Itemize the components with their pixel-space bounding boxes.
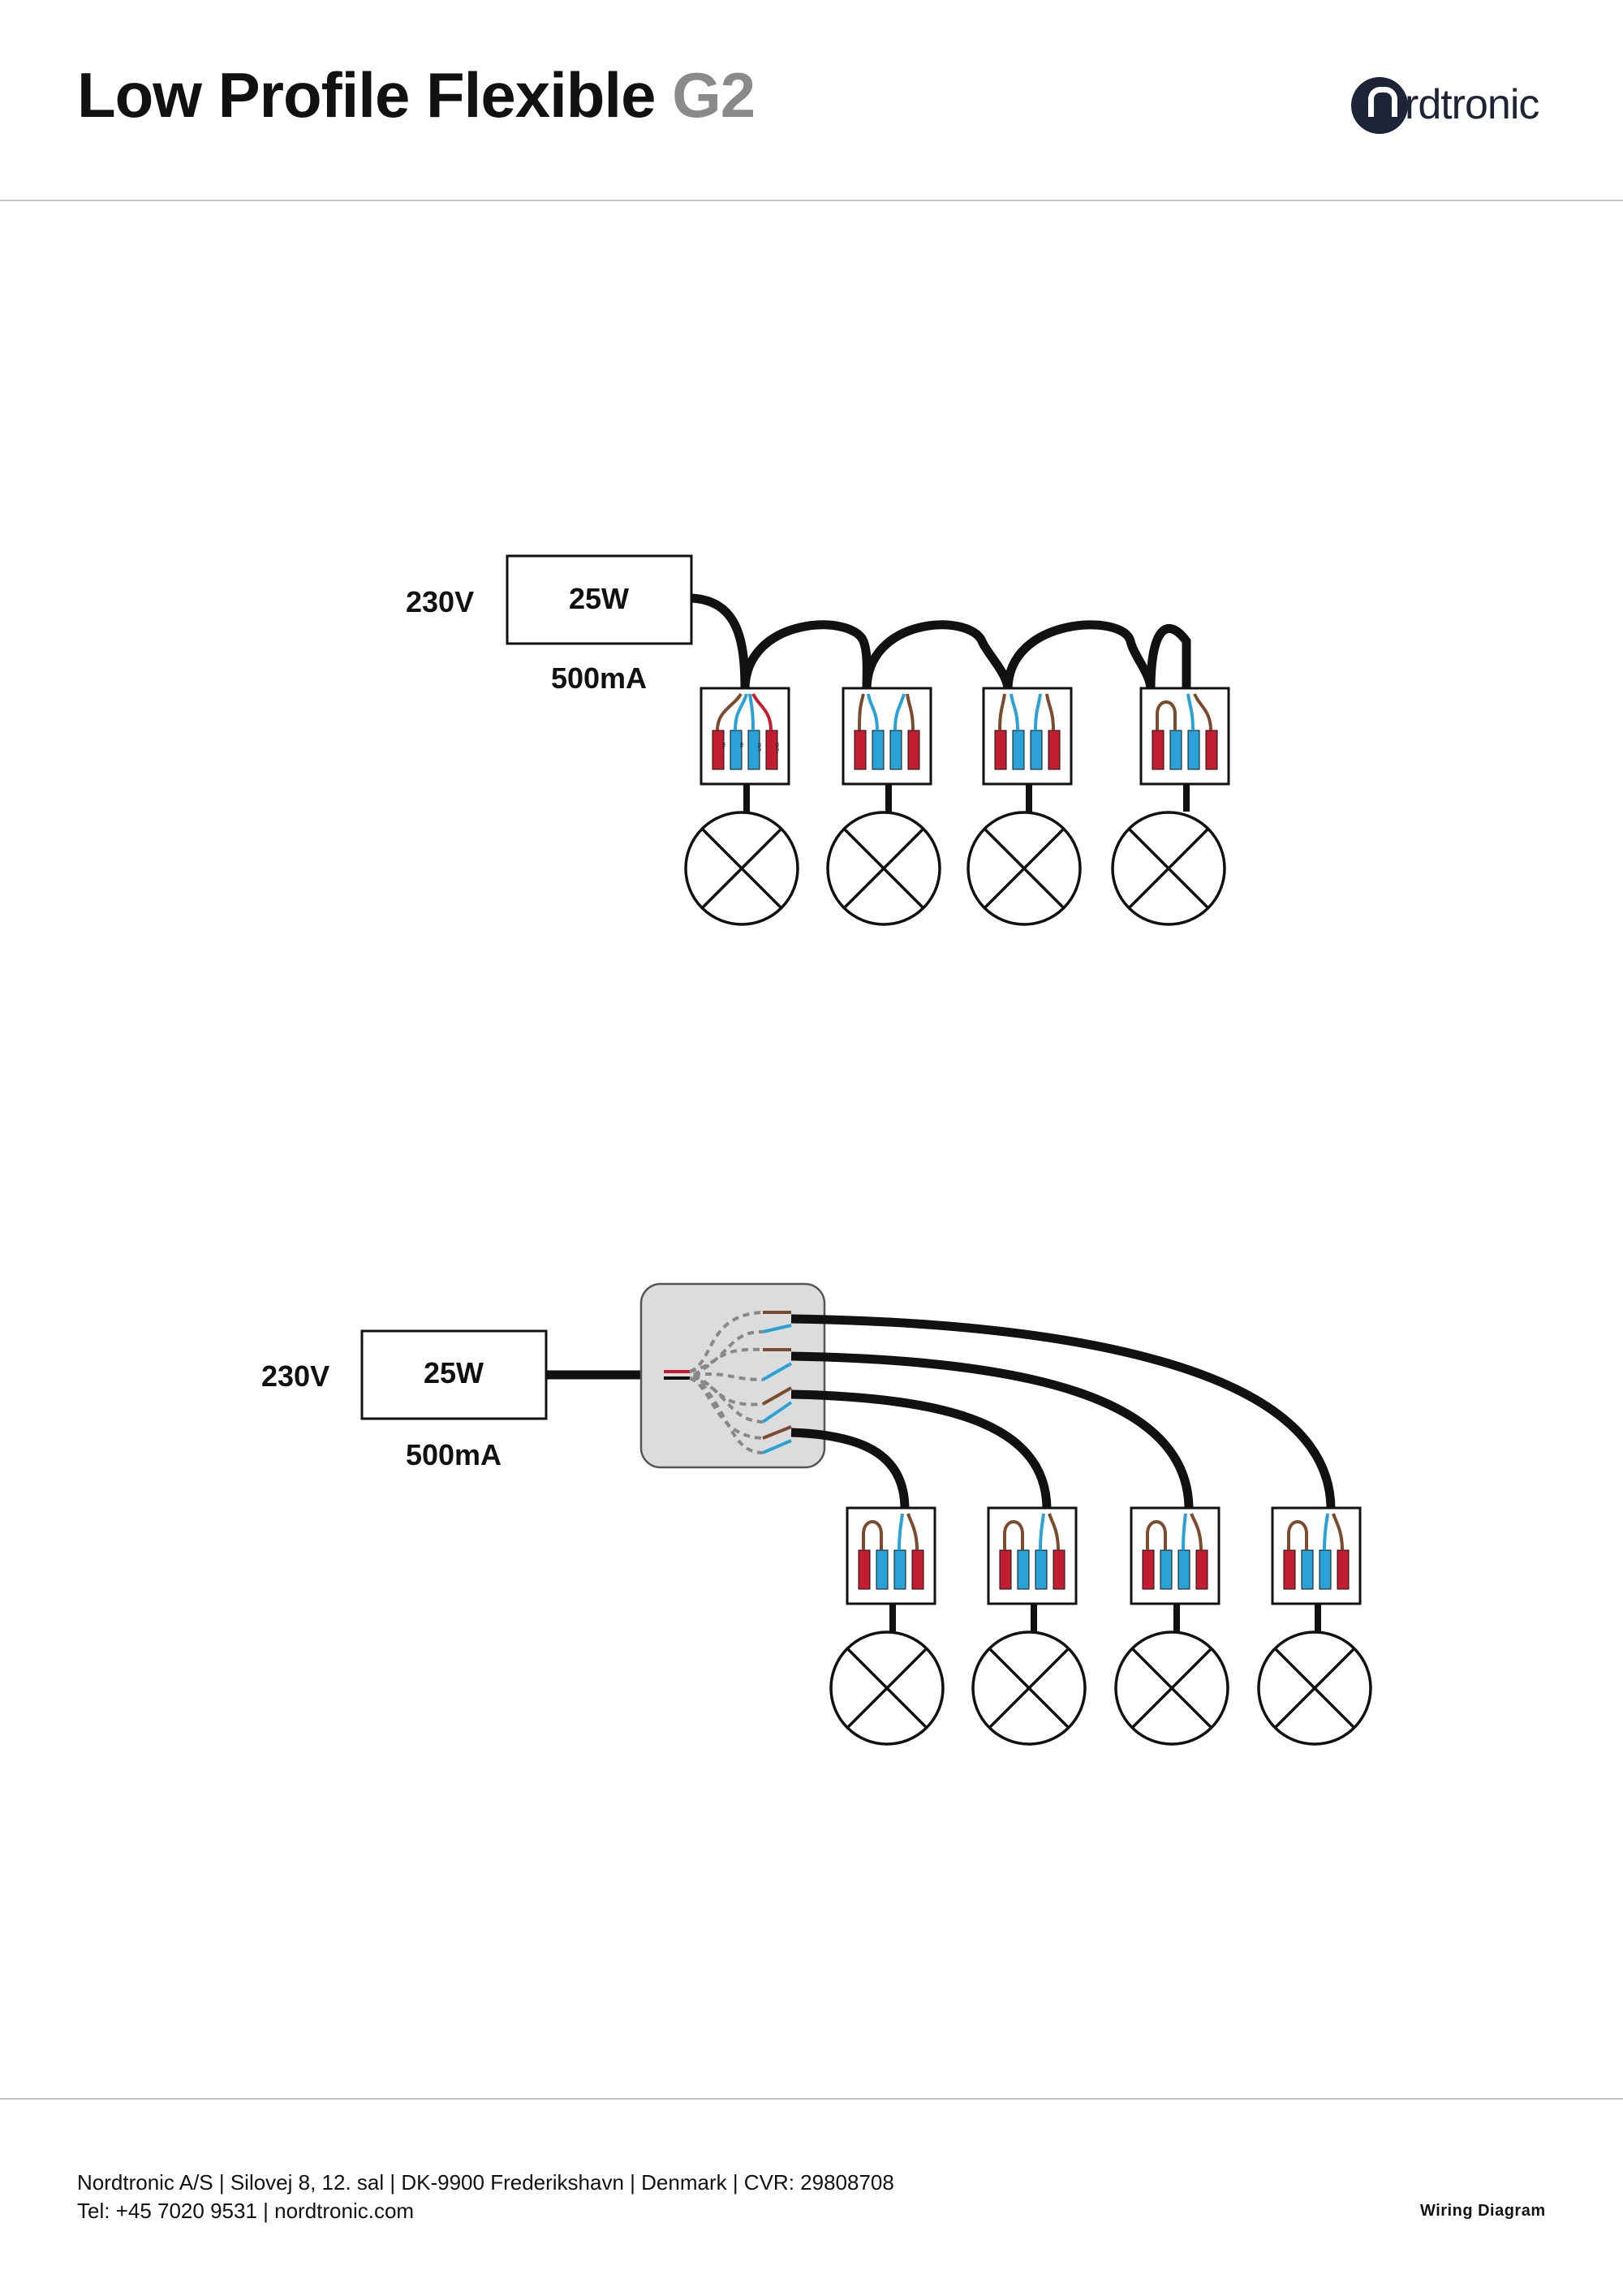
top-terminal-4 [1139, 687, 1230, 813]
top-diagram: 230V 25W 500mA [406, 554, 1230, 926]
footer-contact: Tel: +45 7020 9531 | nordtronic.com [77, 2199, 415, 2223]
top-terminal-text: IN+ IN- OUT- OUT+ [721, 743, 779, 754]
top-cables [691, 593, 1191, 691]
top-terminal-2 [842, 687, 932, 813]
bottom-voltage-label: 230V [261, 1359, 329, 1393]
bottom-terminal-3 [1130, 1506, 1220, 1633]
terminal-label-in-minus: IN- [738, 743, 743, 748]
bottom-driver-current: 500mA [406, 1438, 502, 1471]
footer-document-type: Wiring Diagram [1420, 2202, 1546, 2220]
bottom-terminal-wires [862, 1513, 1344, 1551]
top-terminal-3 [982, 687, 1073, 813]
bottom-lamp-4 [1257, 1630, 1372, 1746]
terminal-label-out-minus: OUT- [756, 743, 761, 752]
nordtronic-logo: rdtronic [1351, 77, 1554, 138]
top-driver-box [506, 554, 693, 645]
page-title: Low Profile Flexible G2 [77, 58, 756, 132]
bottom-terminal-1 [846, 1506, 936, 1633]
title-main: Low Profile Flexible [77, 59, 656, 131]
bottom-diagram: 230V 25W 500mA [261, 1282, 1372, 1746]
bottom-lamp-2 [971, 1630, 1087, 1746]
header-divider [0, 200, 1623, 201]
bottom-driver-power: 25W [424, 1356, 484, 1389]
top-lamp-1 [684, 811, 799, 926]
title-accent: G2 [672, 59, 756, 131]
bottom-lamp-1 [829, 1630, 945, 1746]
top-lamp-3 [966, 811, 1082, 926]
logo-text: rdtronic [1405, 81, 1539, 128]
bottom-lamp-3 [1114, 1630, 1229, 1746]
top-lamp-2 [826, 811, 941, 926]
top-terminal-wires [716, 692, 1212, 731]
page-header: Low Profile Flexible G2 rdtronic [0, 0, 1623, 201]
junction-wires [664, 1311, 793, 1454]
top-driver-power: 25W [569, 582, 629, 615]
top-lamp-4 [1111, 811, 1226, 926]
top-driver-current: 500mA [551, 661, 647, 695]
bottom-terminal-2 [987, 1506, 1078, 1633]
footer-divider [0, 2098, 1623, 2100]
nordtronic-n-logo-icon [1351, 77, 1408, 134]
bottom-cables [790, 1314, 1336, 1510]
top-voltage-label: 230V [406, 585, 474, 618]
terminal-label-in-plus: IN+ [721, 743, 725, 749]
bottom-driver-box [360, 1329, 548, 1420]
footer-address: Nordtronic A/S | Silovej 8, 12. sal | DK… [77, 2170, 894, 2195]
bottom-terminal-4 [1271, 1506, 1362, 1633]
terminal-label-out-plus: OUT+ [774, 743, 779, 754]
